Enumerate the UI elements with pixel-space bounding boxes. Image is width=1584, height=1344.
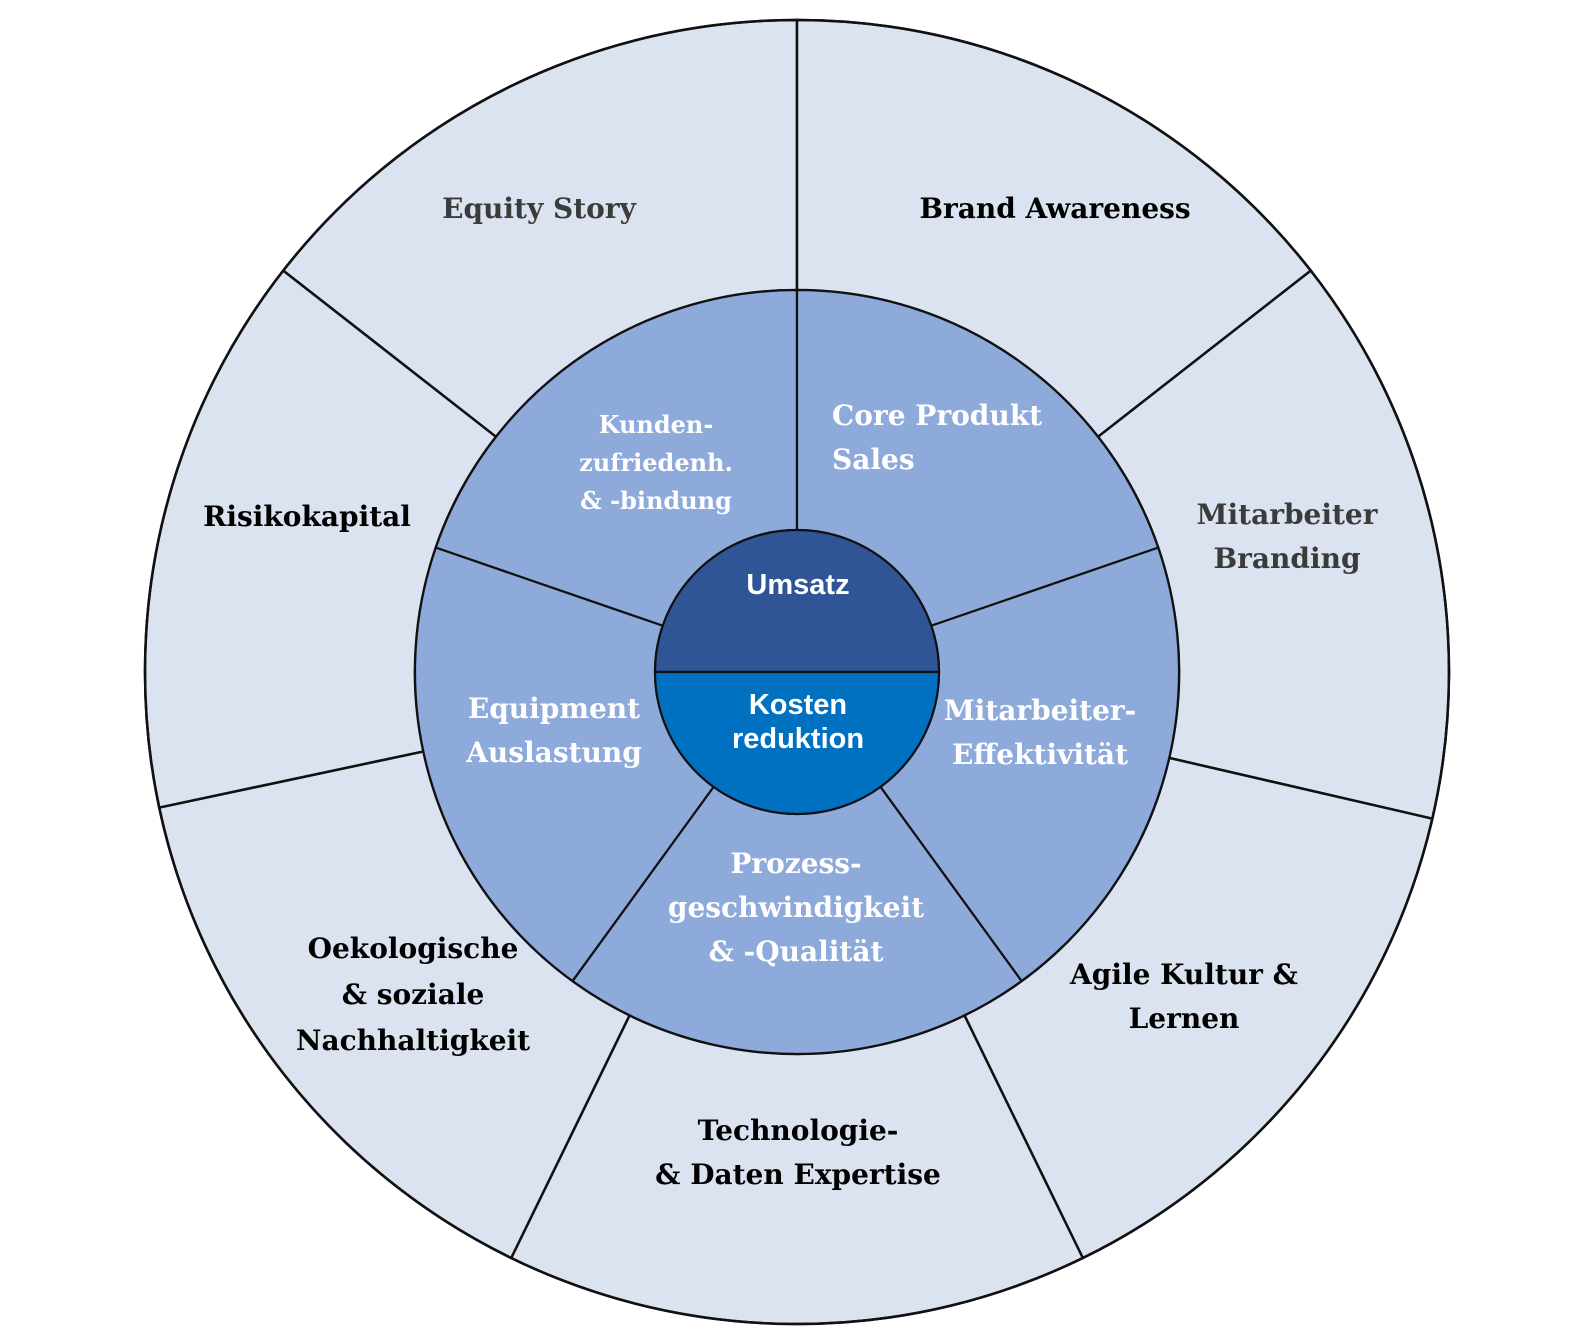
outer-label-equity-story-line: Equity Story (442, 192, 636, 225)
outer-rim (143, 18, 1451, 1326)
middle-label-equipment-line: Equipment (468, 692, 640, 725)
outer-label-oekologische-line: & soziale (342, 978, 485, 1011)
middle-label-kunden-line: & -bindung (580, 486, 732, 515)
outer-label-technologie-line: Technologie- (698, 1114, 899, 1147)
outer-ring (143, 18, 1451, 1326)
middle-label-core-produkt-line: Core Produkt (832, 399, 1042, 432)
middle-label-kunden: Kunden-zufriedenh. & -bindung (579, 410, 733, 515)
middle-label-core-produkt-line: Sales (832, 443, 915, 476)
middle-label-mitarbeiter-effektivitaet: Mitarbeiter- Effektivität (944, 694, 1137, 771)
outer-label-brand-awareness-line: Brand Awareness (919, 192, 1190, 225)
middle-label-mitarbeiter-effektivitaet-line: Effektivität (952, 738, 1128, 771)
middle-label-kunden-line: zufriedenh. (579, 448, 733, 477)
outer-label-risikokapital: Risikokapital (203, 500, 411, 533)
middle-label-equipment-line: Auslastung (465, 736, 642, 769)
outer-label-mitarbeiter-branding-line: Mitarbeiter (1197, 498, 1379, 531)
core-label-umsatz: Umsatz (746, 569, 849, 601)
core-label-kostenreduktion-line: reduktion (732, 723, 864, 755)
outer-label-risikokapital-line: Risikokapital (203, 500, 411, 533)
outer-label-oekologische-line: Oekologische (308, 932, 519, 965)
middle-label-prozess: Prozess-geschwindigkeit & -Qualität (668, 847, 924, 968)
outer-label-agile-kultur: Agile Kultur & Lernen (1069, 958, 1298, 1035)
middle-ring (413, 288, 1181, 1056)
outer-label-technologie: Technologie- & Daten Expertise (655, 1114, 941, 1191)
outer-label-oekologische-line: Nachhaltigkeit (296, 1024, 530, 1057)
core-label-umsatz-line: Umsatz (746, 569, 849, 601)
outer-label-equity-story: Equity Story (442, 192, 636, 225)
core-top-half (653, 528, 941, 674)
outer-label-agile-kultur-line: Lernen (1129, 1002, 1240, 1035)
middle-label-prozess-line: geschwindigkeit (668, 891, 924, 924)
middle-label-prozess-line: Prozess- (730, 847, 861, 880)
core-circle (653, 528, 941, 816)
middle-label-kunden-line: Kunden- (599, 410, 714, 439)
outer-label-brand-awareness: Brand Awareness (919, 192, 1190, 225)
core-label-kostenreduktion-line: Kosten (749, 689, 847, 721)
outer-label-technologie-line: & Daten Expertise (655, 1158, 941, 1191)
middle-label-mitarbeiter-effektivitaet-line: Mitarbeiter- (944, 694, 1137, 727)
core-bottom-half (653, 670, 941, 816)
outer-label-agile-kultur-line: Agile Kultur & (1069, 958, 1298, 991)
middle-label-prozess-line: & -Qualität (709, 935, 884, 968)
outer-label-mitarbeiter-branding-line: Branding (1213, 542, 1360, 575)
